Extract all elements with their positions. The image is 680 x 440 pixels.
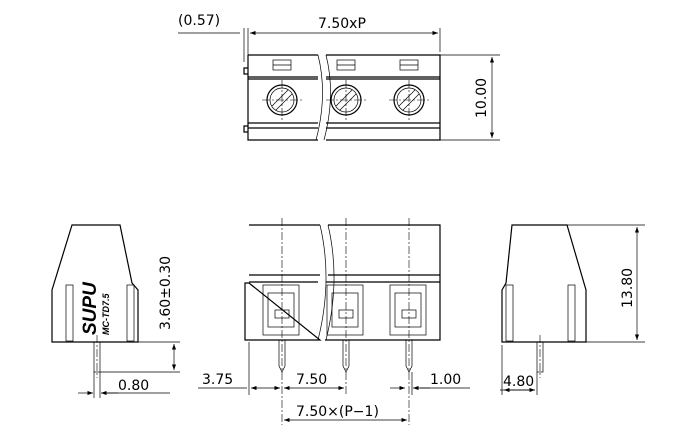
top-view: (0.57) 7.50xP 10.00 xyxy=(178,13,500,141)
pin-offset-dim-label: 4.80 xyxy=(503,374,534,390)
left-side-view: SUPU MC-TD7.5 3.60±0.30 0.80 xyxy=(51,224,180,398)
right-side-view: 4.80 13.80 xyxy=(500,224,645,395)
offset-dim-label: (0.57) xyxy=(178,13,220,29)
height-dim-label: 10.00 xyxy=(474,78,490,118)
screw-icon xyxy=(326,80,366,120)
screw-icon xyxy=(262,80,302,120)
span-dim-label: 7.50×(P−1) xyxy=(296,404,379,420)
height-dim-label: 13.80 xyxy=(620,268,636,308)
pitch-dim-label: 7.50 xyxy=(296,372,327,388)
front-view: 3.75 7.50 1.00 7.50×(P−1) xyxy=(198,218,470,425)
supu-logo: SUPU xyxy=(80,281,101,335)
pin-dim-label: 1.00 xyxy=(430,372,461,388)
pin-width-dim-label: 0.80 xyxy=(118,378,149,394)
pins xyxy=(278,340,413,373)
edge-dim-label: 3.75 xyxy=(202,372,233,388)
length-dim-label: 7.50xP xyxy=(318,16,366,32)
pin-length-dim-label: 3.60±0.30 xyxy=(158,256,174,330)
screw-icon xyxy=(389,80,429,120)
model-label: MC-TD7.5 xyxy=(101,293,111,335)
